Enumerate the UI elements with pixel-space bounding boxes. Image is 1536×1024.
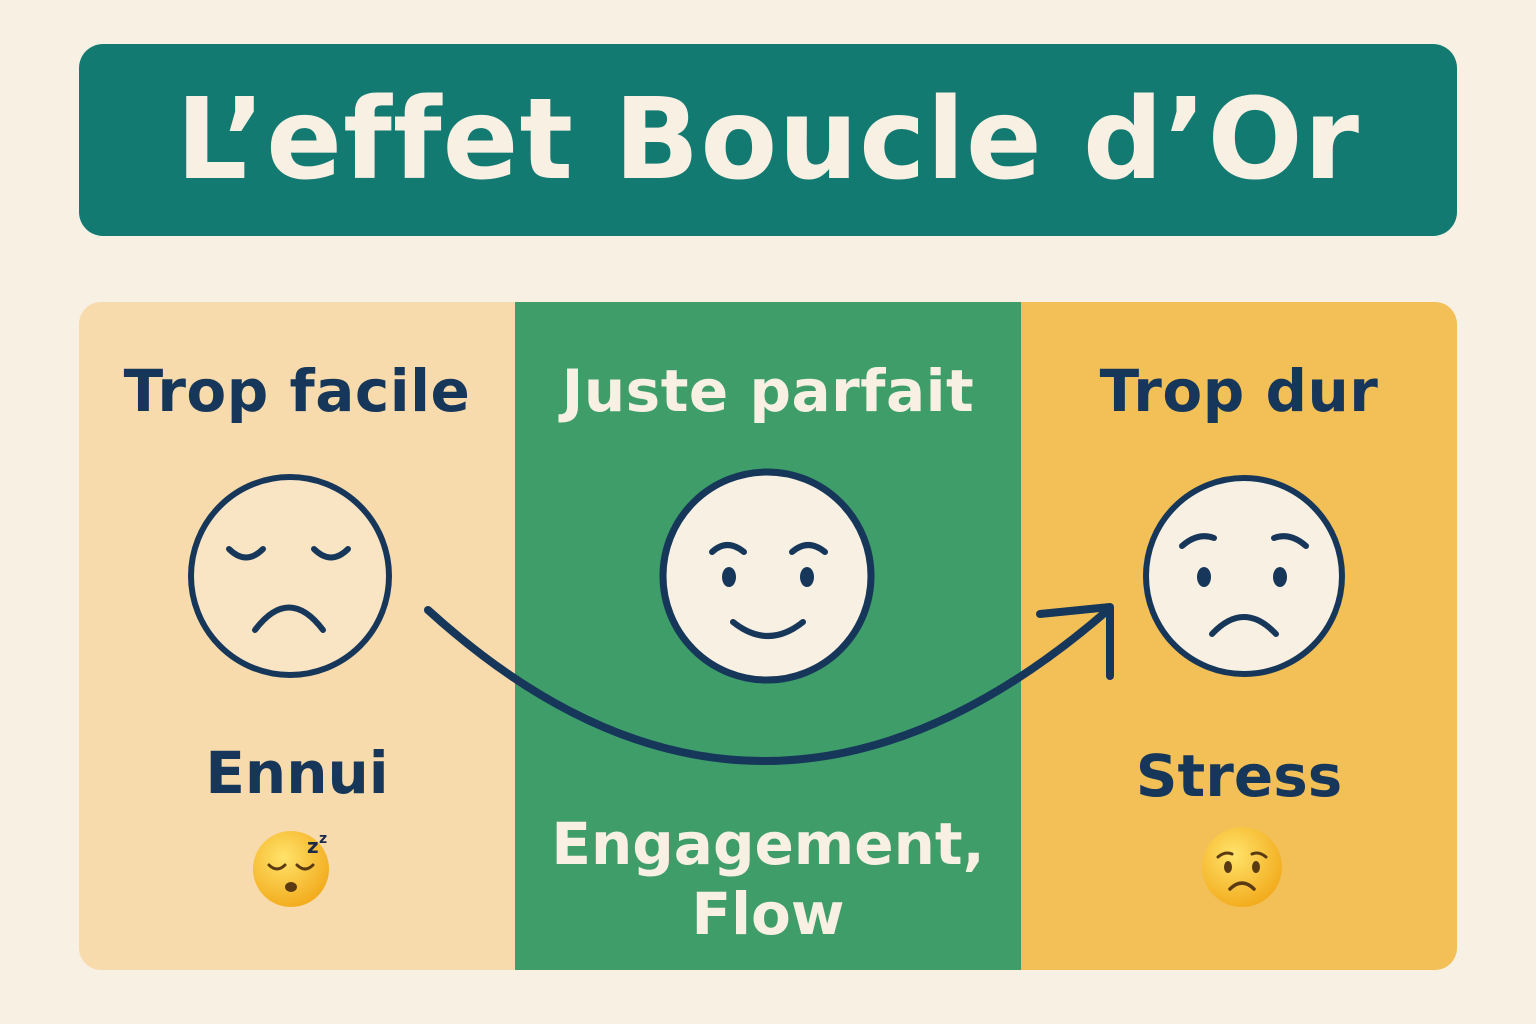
page-title: L’effet Boucle d’Or <box>175 75 1360 205</box>
svg-text:z: z <box>307 834 319 858</box>
smiling-face-icon <box>659 468 875 684</box>
label-flow: Flow <box>691 880 845 948</box>
label-boredom: Ennui <box>205 739 389 807</box>
curved-arrow-icon <box>424 603 1114 765</box>
heading-just-right: Juste parfait <box>561 357 975 425</box>
worried-face-icon <box>1143 475 1345 677</box>
heading-too-easy: Trop facile <box>123 357 471 425</box>
svg-text:z: z <box>319 831 327 847</box>
sleepy-sad-face-icon <box>188 474 392 678</box>
title-banner: L’effet Boucle d’Or <box>79 44 1457 236</box>
worried-face-emoji-icon <box>1202 827 1282 907</box>
sleeping-face-emoji-icon: z z <box>253 831 329 907</box>
column-too-easy: Trop facile Ennui <box>79 302 515 970</box>
label-stress: Stress <box>1135 742 1343 810</box>
heading-too-hard: Trop dur <box>1099 357 1379 425</box>
label-engagement: Engagement, <box>551 810 985 878</box>
